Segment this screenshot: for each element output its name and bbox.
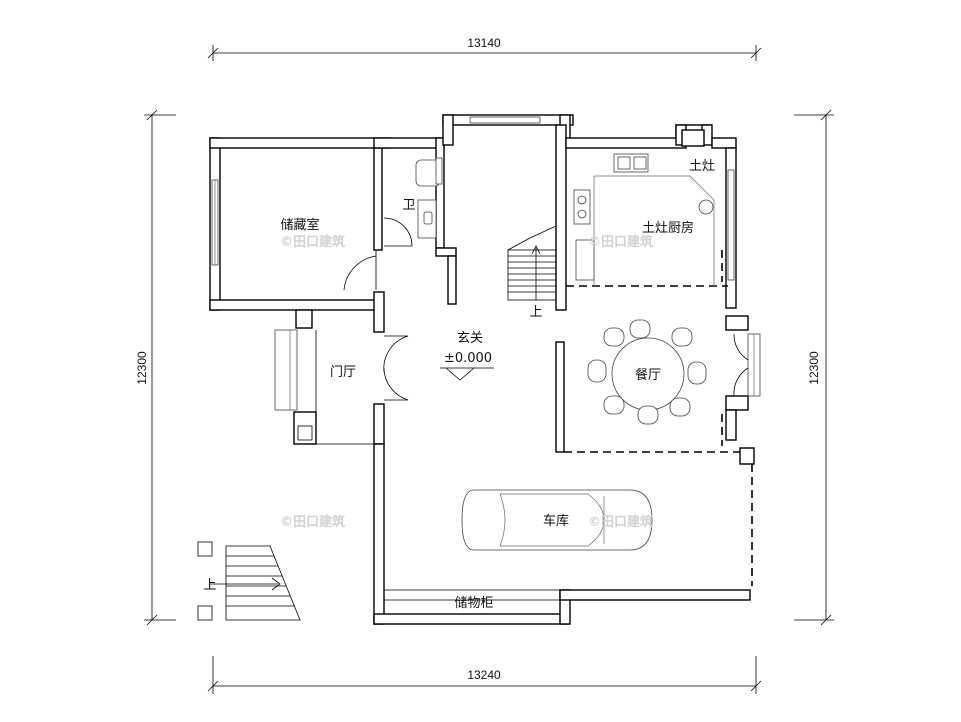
dimension-right-value: 12300 [807, 351, 821, 385]
kitchen-fixtures [573, 129, 715, 286]
label-wc: 卫 [402, 198, 415, 213]
main-stair [507, 225, 557, 301]
watermark-4: ©田口建筑 [588, 514, 653, 530]
watermark-3: ©田口建筑 [280, 514, 345, 530]
elevation-marker [440, 367, 494, 381]
room-labels: 储藏室 卫 土灶厨房 土灶 玄关 ±0.000 门厅 餐厅 车库 储物柜 上 上 [203, 159, 715, 611]
wc-fixtures [415, 157, 443, 239]
walls [209, 114, 761, 625]
label-stair-up-outside: 上 [203, 578, 216, 593]
doors [343, 217, 749, 401]
dimension-bottom-value: 13240 [467, 668, 501, 682]
dimension-top-value: 13140 [467, 36, 501, 50]
label-dining: 餐厅 [635, 367, 661, 383]
dimension-top: 13140 [207, 36, 762, 61]
dashed-openings [564, 250, 753, 586]
label-stove-kitchen: 土灶厨房 [642, 220, 694, 236]
car [461, 489, 653, 551]
dimension-left-value: 12300 [135, 351, 149, 385]
dining-table [587, 319, 707, 425]
label-garage: 车库 [543, 513, 569, 529]
dimension-right: 12300 [794, 109, 834, 626]
watermark-1: ©田口建筑 [280, 234, 345, 250]
watermarks: ©田口建筑 ©田口建筑 ©田口建筑 ©田口建筑 [280, 234, 653, 530]
label-cabinet: 储物柜 [454, 596, 493, 611]
label-storage-room: 储藏室 [280, 217, 319, 233]
label-entrance-hall: 玄关 [457, 331, 483, 346]
dimension-left: 12300 [135, 109, 176, 626]
label-stair-up-main: 上 [529, 305, 542, 320]
outside-stair [197, 541, 301, 621]
dimension-bottom: 13240 [207, 656, 762, 694]
label-stove: 土灶 [689, 159, 715, 174]
watermark-2: ©田口建筑 [588, 234, 653, 250]
label-elevation: ±0.000 [444, 351, 492, 366]
label-foyer: 门厅 [330, 365, 356, 380]
